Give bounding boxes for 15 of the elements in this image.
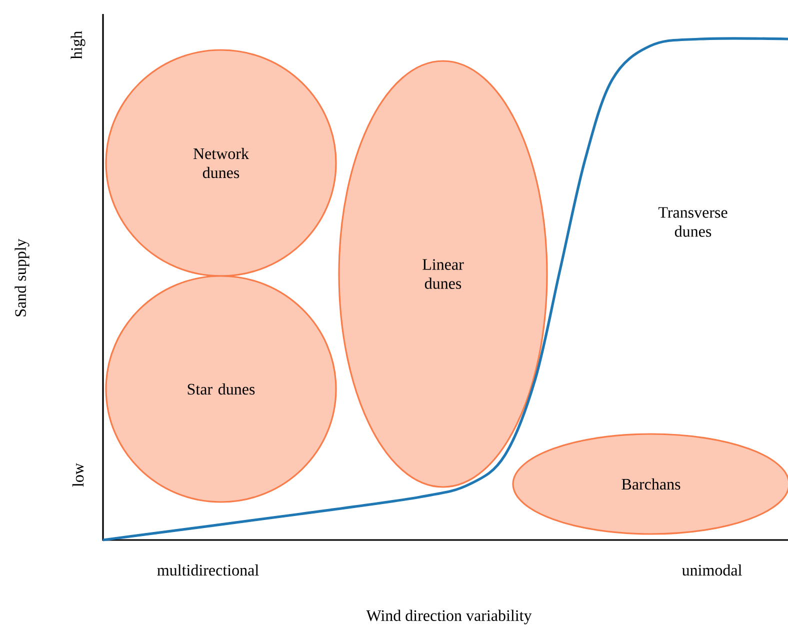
dune-ellipse [338, 60, 548, 488]
axis-title: Wind direction variability [366, 610, 532, 624]
tick-label: high [70, 30, 86, 60]
tick-label: low [72, 463, 84, 487]
dune-ellipse [512, 433, 788, 535]
dune-label: Star dunes [188, 383, 255, 395]
tick-label: unimodal [682, 564, 742, 576]
dune-label: Linear dunes [422, 259, 464, 289]
tick-label: multidirectional [157, 564, 259, 576]
axis-title: Sand supply [14, 238, 30, 316]
dune-ellipse [105, 275, 337, 503]
dune-label: Barchans [622, 478, 680, 490]
region-label: Transverse dunes [658, 207, 728, 237]
dune-ellipse [105, 49, 337, 277]
dune-label: Network dunes [193, 148, 249, 178]
